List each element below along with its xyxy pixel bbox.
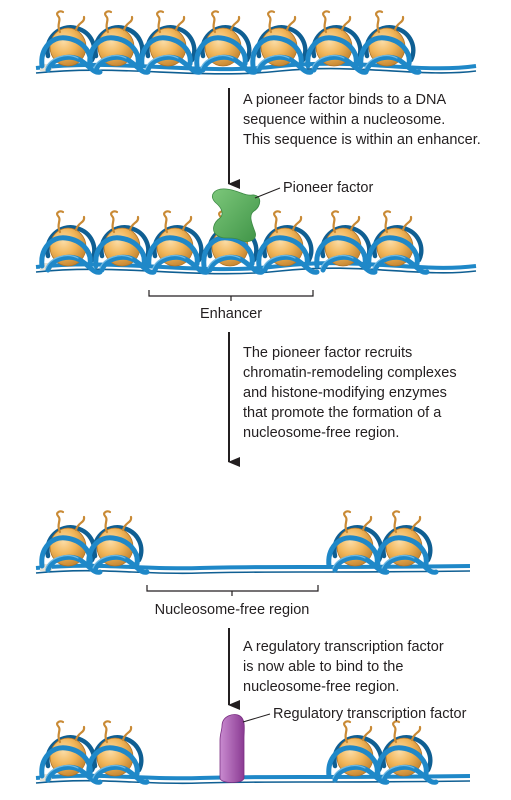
step-2-caption: The pioneer factor recruits chromatin-re… [243, 345, 461, 441]
nucleosome-icon [42, 511, 436, 572]
pioneer-factor-icon [212, 188, 261, 242]
regulatory-tf-label: Regulatory transcription factor [273, 706, 467, 722]
enhancer-label: Enhancer [200, 306, 262, 322]
regulatory-tf-icon [219, 714, 245, 783]
stage-3-chromatin: Nucleosome-free region [35, 511, 471, 618]
stage-2-chromatin: Pioneer factor Enhancer [35, 180, 477, 322]
nucleosome-free-region-label: Nucleosome-free region [155, 602, 310, 618]
stage-1-chromatin [35, 11, 477, 73]
step-3-caption: A regulatory transcription factor is now… [243, 639, 448, 695]
enhancer-bracket [148, 290, 314, 301]
stage-4-chromatin: Regulatory transcription factor [35, 706, 471, 783]
pioneer-factor-label: Pioneer factor [283, 180, 373, 196]
nucleosome-icon [42, 11, 419, 72]
step-1-caption: A pioneer factor binds to a DNA sequence… [243, 92, 481, 148]
nucleosome-free-region-bracket [146, 585, 319, 596]
